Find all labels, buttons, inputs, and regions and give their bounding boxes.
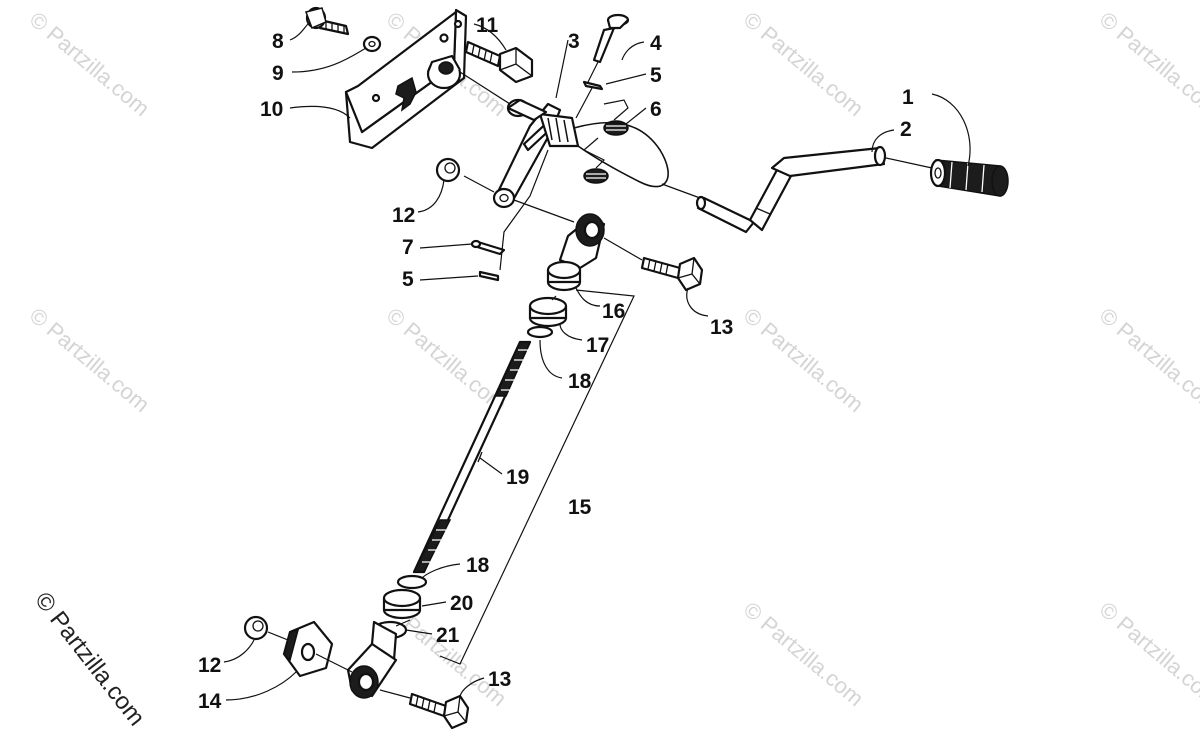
callout-7: 7: [402, 236, 414, 259]
part-20-jam-nut-lower[interactable]: [382, 588, 422, 620]
callout-8: 8: [272, 30, 284, 53]
watermark: © Partzilla.com: [1095, 597, 1200, 711]
part-21-rod-end-lower[interactable]: [346, 620, 408, 699]
watermark: © Partzilla.com: [1095, 7, 1200, 121]
part-18-washer-upper[interactable]: [526, 325, 554, 339]
callout-10: 10: [260, 98, 283, 121]
part-11-bolt[interactable]: [464, 40, 534, 84]
callout-12-lower: 12: [198, 654, 221, 677]
part-9-washer[interactable]: [362, 35, 382, 53]
callout-13-lower: 13: [488, 668, 511, 691]
callout-11: 11: [476, 14, 499, 37]
callout-6: 6: [650, 98, 662, 121]
part-18-washer-lower[interactable]: [396, 574, 428, 590]
part-6-springs[interactable]: [583, 120, 629, 184]
part-5-cotter-upper[interactable]: [582, 80, 604, 91]
part-2-shift-lever[interactable]: [695, 145, 887, 234]
leader-lines: [223, 23, 971, 701]
callout-16: 16: [602, 300, 625, 323]
part-12-nut-lower[interactable]: [243, 615, 269, 641]
watermark: © Partzilla.com: [25, 303, 155, 417]
watermark: © Partzilla.com: [739, 597, 869, 711]
watermark: © Partzilla.com: [25, 7, 155, 121]
part-16-rod-end-upper[interactable]: [546, 213, 606, 292]
part-13-bolt-lower[interactable]: [408, 692, 470, 730]
watermark-layer: © Partzilla.com © Partzilla.com © Partzi…: [25, 7, 1200, 711]
callout-5-lower: 5: [402, 268, 414, 291]
watermark: © Partzilla.com: [739, 7, 869, 121]
callout-18-lower: 18: [466, 554, 490, 577]
brand-logo-text: © Partzilla.com: [29, 587, 150, 731]
callout-15: 15: [568, 496, 592, 519]
callout-18-upper: 18: [568, 370, 592, 393]
part-17-jam-nut-upper[interactable]: [528, 296, 568, 328]
part-12-nut-upper[interactable]: [435, 157, 461, 183]
part-14-block[interactable]: [282, 620, 334, 678]
part-19-rod[interactable]: [412, 340, 532, 574]
callout-17: 17: [586, 334, 609, 357]
callout-20: 20: [450, 592, 473, 615]
part-7-cotter-pin[interactable]: [470, 239, 506, 256]
callout-labels: 1 2 3 4 5 6 8 9 10 11 12 7 5 16 13 17 18…: [198, 14, 914, 713]
callout-3: 3: [568, 30, 580, 53]
watermark: © Partzilla.com: [739, 303, 869, 417]
part-1-grip[interactable]: [929, 158, 1009, 197]
callout-14: 14: [198, 690, 222, 713]
part-10-bracket[interactable]: [344, 8, 468, 150]
part-4-clevis-pin[interactable]: [592, 13, 630, 64]
watermark: © Partzilla.com: [382, 303, 512, 417]
callout-13-upper: 13: [710, 316, 733, 339]
callout-9: 9: [272, 62, 284, 85]
callout-5-upper: 5: [650, 64, 662, 87]
assembly-lines: [267, 61, 933, 699]
callout-1: 1: [902, 86, 914, 109]
callout-12-upper: 12: [392, 204, 415, 227]
part-8-bolt[interactable]: [305, 6, 350, 36]
callout-21: 21: [436, 624, 460, 647]
callout-4: 4: [650, 32, 662, 55]
part-13-bolt-upper[interactable]: [640, 256, 704, 292]
part-3-shift-arm[interactable]: [492, 98, 669, 209]
callout-19: 19: [506, 466, 529, 489]
callout-2: 2: [900, 118, 912, 141]
part-5-cotter-lower[interactable]: [478, 270, 500, 282]
watermark: © Partzilla.com: [1095, 303, 1200, 417]
